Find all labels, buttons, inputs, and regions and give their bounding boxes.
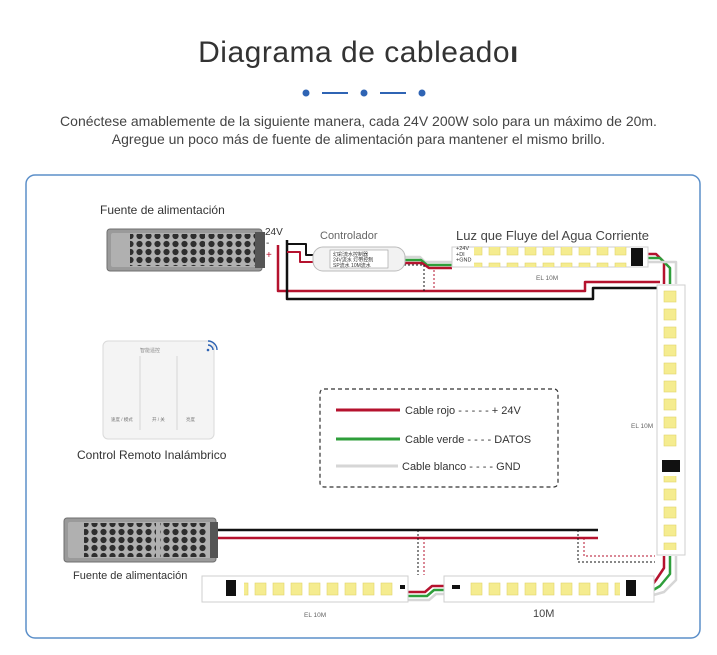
legend-red: Cable rojo - - - - - + 24V <box>405 405 522 417</box>
remote-brand: 智能遥控 <box>140 347 160 354</box>
terminal-minus-label: - <box>266 238 269 249</box>
strip-bottom-left-length: EL 10M <box>304 612 326 619</box>
led-strip-top <box>451 246 649 268</box>
wireless-remote: 智能遥控 速度 / 模式 开 / 关 亮度 <box>102 340 215 440</box>
controller-text-2: 24V流水 灯带控制 <box>333 257 373 264</box>
page-title: Diagrama de cableadoı <box>198 36 519 69</box>
led-strip-right <box>656 284 686 556</box>
title-mark: ı <box>510 36 519 69</box>
controller-text-1: 幻彩流水控制器 <box>333 251 368 258</box>
strip-top-pins: +24V+DI+GND <box>456 246 471 264</box>
terminal-plus-label: + <box>266 250 272 261</box>
remote-key-brightness: 亮度 <box>186 416 195 423</box>
wire-legend: Cable rojo - - - - - + 24V Cable verde -… <box>319 388 559 488</box>
remote-key-speed: 速度 / 模式 <box>111 416 133 423</box>
remote-key-power: 开 / 关 <box>152 416 165 423</box>
controller-text-3: SP流水 10M流水 <box>333 262 371 269</box>
controller-device: 幻彩流水控制器 24V流水 灯带控制 SP流水 10M流水 <box>312 246 406 272</box>
power-supply-bottom-label: Fuente de alimentación <box>73 570 187 582</box>
power-supply-bottom <box>63 517 218 563</box>
wires <box>215 240 678 602</box>
remote-label: Control Remoto Inalámbrico <box>77 448 227 462</box>
strip-bottom-right-length: 10M <box>533 608 554 620</box>
diagram-frame <box>25 174 701 639</box>
subtitle-line-2: Agregue un poco más de fuente de aliment… <box>111 131 606 147</box>
legend-green: Cable verde - - - - DATOS <box>405 434 531 446</box>
strip-title: Luz que Fluye del Agua Corriente <box>456 228 649 243</box>
power-supply-top <box>106 228 265 272</box>
led-strip-bottom-left <box>201 575 409 603</box>
legend-white: Cable blanco - - - - GND <box>402 461 521 473</box>
led-strip-bottom-right <box>443 575 655 603</box>
subtitle-line-1: Conéctese amablemente de la siguiente ma… <box>60 113 657 129</box>
strip-top-length: EL 10M <box>536 275 558 282</box>
strip-right-length: EL 10M <box>631 423 653 430</box>
title-divider <box>302 89 426 97</box>
wifi-icon <box>206 340 218 352</box>
power-supply-top-label: Fuente de alimentación <box>100 203 225 217</box>
controller-label: Controlador <box>320 230 378 242</box>
terminal-24v-label: 24V <box>265 227 283 238</box>
